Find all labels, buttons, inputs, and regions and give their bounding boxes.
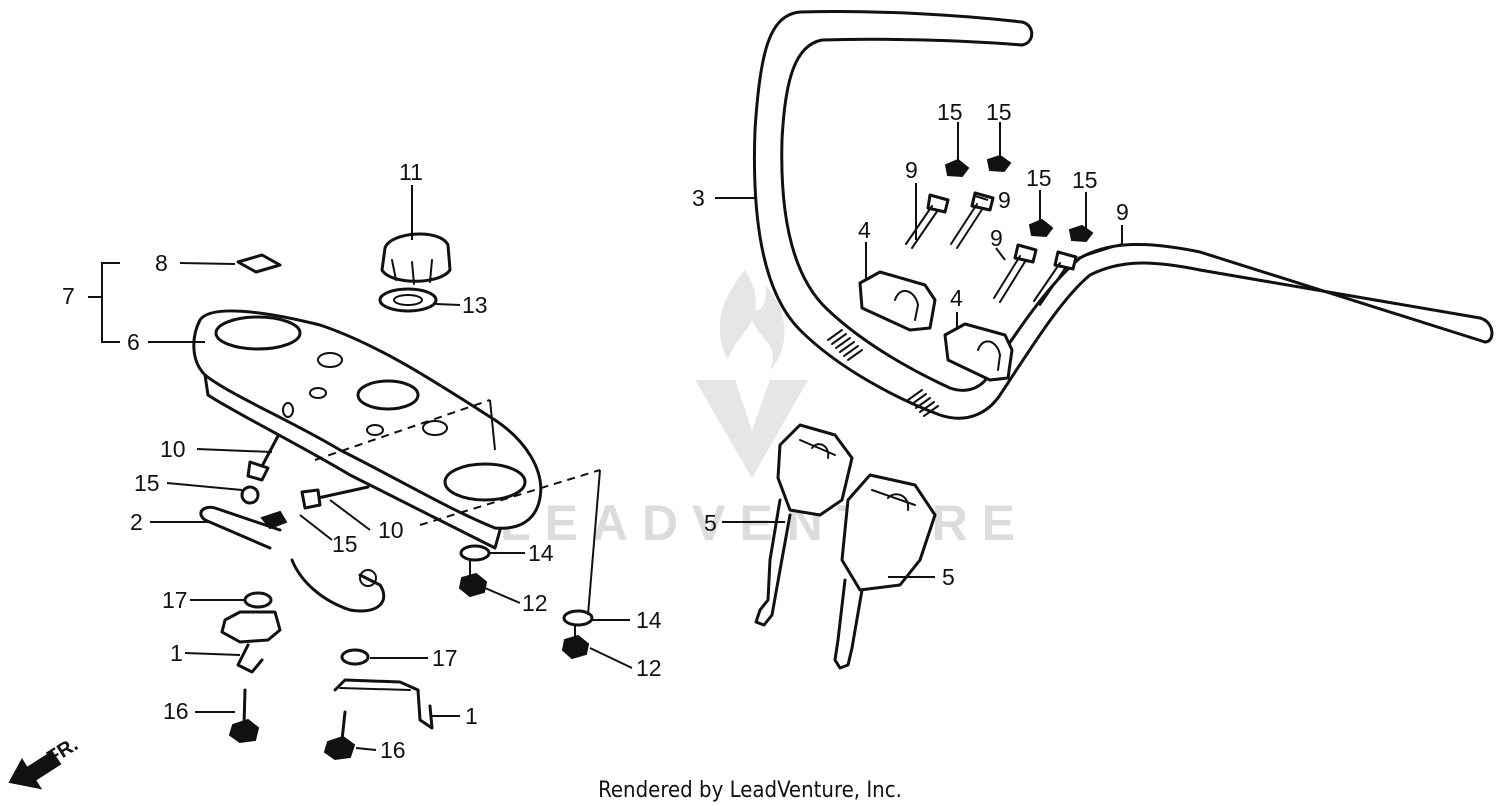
bolt-16b bbox=[323, 710, 356, 761]
callout-2: 2 bbox=[130, 509, 143, 535]
screw-10b bbox=[300, 485, 370, 510]
callout-4b: 4 bbox=[950, 285, 963, 311]
collar-17a bbox=[243, 591, 273, 609]
callout-10b: 10 bbox=[378, 517, 404, 543]
bolt-9b bbox=[950, 191, 995, 249]
callout-5a: 5 bbox=[704, 510, 717, 536]
callout-15d: 15 bbox=[986, 99, 1012, 125]
callout-11: 11 bbox=[399, 159, 423, 185]
collar-15a bbox=[240, 485, 260, 505]
arrow-down-left-icon bbox=[8, 750, 62, 790]
front-direction-marker: FR. bbox=[8, 734, 82, 790]
bolt-9a bbox=[905, 193, 950, 249]
callout-8: 8 bbox=[155, 250, 168, 276]
callouts: 7 8 6 11 13 10 15 2 10 15 17 1 16 17 1 1… bbox=[62, 99, 1129, 763]
top-bridge bbox=[192, 309, 543, 550]
callout-14b: 14 bbox=[636, 607, 662, 633]
callout-12a: 12 bbox=[522, 590, 548, 616]
callout-15f: 15 bbox=[1072, 167, 1098, 193]
nut-12a bbox=[458, 572, 488, 598]
bolt-cap-15c bbox=[1028, 218, 1054, 238]
watermark-flame-icon bbox=[719, 270, 785, 370]
leadventure-watermark: LEADVENTURE bbox=[500, 270, 1015, 551]
callout-15c: 15 bbox=[937, 99, 963, 125]
callout-9b: 9 bbox=[998, 187, 1011, 213]
bolt-9d bbox=[1033, 250, 1078, 306]
bolt-cap-15b bbox=[986, 154, 1012, 173]
callout-15b: 15 bbox=[332, 531, 358, 557]
callout-12b: 12 bbox=[636, 655, 662, 681]
callout-15e: 15 bbox=[1026, 165, 1052, 191]
callout-4a: 4 bbox=[858, 217, 871, 243]
callout-9c: 9 bbox=[990, 225, 1003, 251]
callout-9a: 9 bbox=[905, 157, 918, 183]
bolt-16a bbox=[228, 688, 260, 744]
watermark-v-icon bbox=[695, 380, 808, 478]
callout-14a: 14 bbox=[528, 540, 554, 566]
handlebar-upper-holder-right bbox=[943, 322, 1014, 382]
callout-10a: 10 bbox=[160, 436, 186, 462]
callout-16b: 16 bbox=[380, 737, 406, 763]
callout-1b: 1 bbox=[465, 703, 478, 729]
knurling-right bbox=[907, 389, 939, 417]
callout-17b: 17 bbox=[432, 645, 458, 671]
wire-guide-1a bbox=[220, 610, 282, 674]
callout-6: 6 bbox=[127, 329, 140, 355]
wire-clamp-2 bbox=[199, 505, 386, 613]
callout-15a: 15 bbox=[134, 470, 160, 496]
callout-16a: 16 bbox=[163, 698, 189, 724]
handlebar-lower-holder-right bbox=[833, 473, 937, 670]
handlebar-lower-holder-left bbox=[754, 423, 854, 627]
washer-14b bbox=[562, 609, 594, 627]
screw-10a bbox=[246, 434, 280, 482]
callout-17a: 17 bbox=[162, 587, 188, 613]
knurling-left bbox=[827, 329, 863, 361]
callout-9d: 9 bbox=[1116, 199, 1129, 225]
collar-17b bbox=[340, 648, 370, 666]
render-credit: Rendered by LeadVenture, Inc. bbox=[598, 778, 902, 803]
callout-1a: 1 bbox=[170, 640, 183, 666]
bolt-cap-15a bbox=[944, 158, 970, 178]
callout-13: 13 bbox=[462, 292, 488, 318]
washer-14a bbox=[459, 544, 491, 562]
stem-washer bbox=[378, 287, 438, 313]
bolt-9c bbox=[993, 243, 1038, 303]
callout-3: 3 bbox=[692, 185, 705, 211]
callout-5b: 5 bbox=[942, 564, 955, 590]
handlebar-upper-holder-left bbox=[858, 270, 937, 332]
stem-nut bbox=[380, 232, 452, 285]
emblem-cap bbox=[236, 253, 282, 274]
wire-guide-1b bbox=[333, 678, 434, 730]
callout-7: 7 bbox=[62, 283, 75, 309]
leader-lines bbox=[88, 122, 1123, 751]
bolt-cap-15d bbox=[1068, 224, 1094, 243]
nut-12b bbox=[561, 634, 590, 660]
